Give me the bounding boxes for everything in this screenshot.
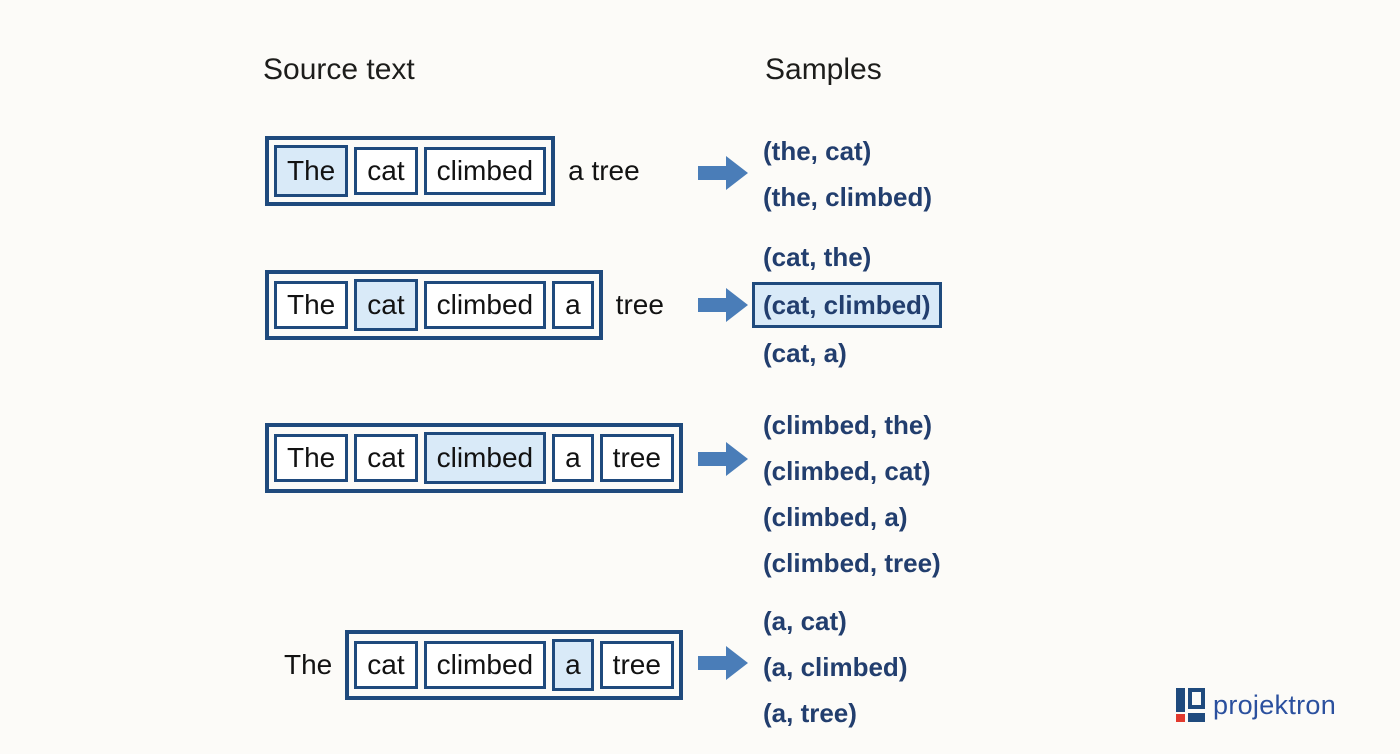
source-row-2: The cat climbed a tree <box>265 270 664 340</box>
context-word-cell: The <box>274 281 349 329</box>
samples-list-3: (climbed, the) (climbed, cat) (climbed, … <box>763 402 941 586</box>
sample-pair: (climbed, cat) <box>763 456 931 486</box>
source-row-1: The cat climbed a tree <box>265 136 640 206</box>
sample-pair: (the, cat) <box>763 136 872 166</box>
sample-pair: (cat, the) <box>763 242 872 272</box>
target-word-cell: The <box>274 145 349 197</box>
target-word-cell: cat <box>354 279 418 331</box>
projektron-logo-text: projektron <box>1213 689 1337 720</box>
samples-list-4: (a, cat) (a, climbed) (a, tree) <box>763 598 907 736</box>
right-arrow-icon <box>698 288 748 322</box>
outside-window-word: tree <box>615 289 664 320</box>
context-word-cell: a <box>552 434 594 482</box>
sample-pair: (a, cat) <box>763 606 847 636</box>
context-word-cell: tree <box>599 434 674 482</box>
samples-header: Samples <box>765 53 882 86</box>
sample-pair: (climbed, a) <box>763 502 908 532</box>
sample-pair: (a, climbed) <box>763 652 908 682</box>
context-word-cell: tree <box>599 641 674 689</box>
context-word-cell: cat <box>354 434 418 482</box>
right-arrow-icon <box>698 442 748 476</box>
sample-pair: (a, tree) <box>763 698 857 728</box>
context-window-box: The cat climbed <box>265 136 556 206</box>
right-arrow-icon <box>698 156 748 190</box>
context-word-cell: cat <box>354 641 418 689</box>
samples-list-2: (cat, the) (cat, climbed) (cat, a) <box>752 234 942 376</box>
sample-pair: (climbed, tree) <box>763 548 941 578</box>
sample-pair-highlighted: (cat, climbed) <box>752 282 942 328</box>
samples-list-1: (the, cat) (the, climbed) <box>763 128 932 220</box>
outside-window-word: The <box>284 649 333 680</box>
context-window-box: cat climbed a tree <box>345 630 683 700</box>
sample-pair: (the, climbed) <box>763 182 933 212</box>
target-word-cell: a <box>552 639 594 691</box>
context-window-box: The cat climbed a <box>265 270 603 340</box>
source-row-4: The cat climbed a tree <box>284 630 683 700</box>
sample-pair: (cat, a) <box>763 338 847 368</box>
context-window-box: The cat climbed a tree <box>265 423 683 493</box>
context-word-cell: The <box>274 434 349 482</box>
context-word-cell: climbed <box>423 147 547 195</box>
projektron-logo-icon <box>1176 688 1205 722</box>
context-word-cell: a <box>552 281 594 329</box>
context-word-cell: cat <box>354 147 418 195</box>
context-word-cell: climbed <box>423 281 547 329</box>
right-arrow-icon <box>698 646 748 680</box>
projektron-logo: projektron <box>1176 688 1336 722</box>
source-text-header: Source text <box>263 53 415 86</box>
target-word-cell: climbed <box>423 432 547 484</box>
outside-window-word: a tree <box>568 155 640 186</box>
context-word-cell: climbed <box>423 641 547 689</box>
source-row-3: The cat climbed a tree <box>265 423 683 493</box>
sample-pair: (climbed, the) <box>763 410 933 440</box>
